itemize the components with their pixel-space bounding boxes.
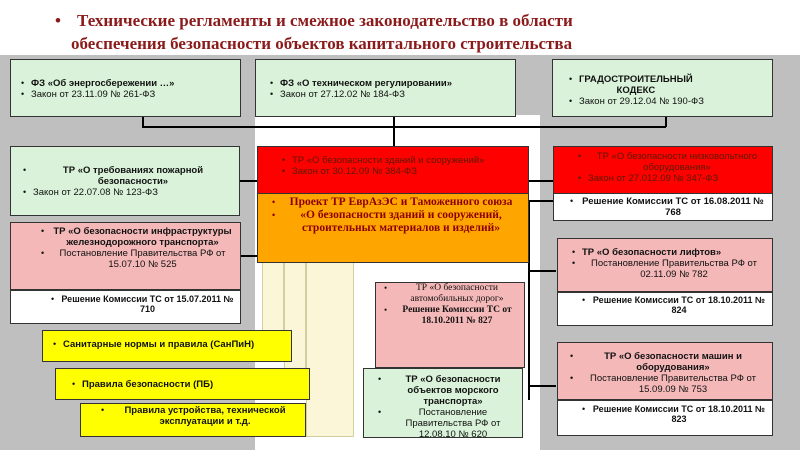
railway-decision-box: •Решение Комиссии ТС от 15.07.2011 № 710 <box>10 290 241 324</box>
machines-decision-row: •Решение Комиссии ТС от 18.10.2011 № 823 <box>582 404 766 424</box>
sea-gov-row: •Постановление Правительства РФ от 12.08… <box>378 407 501 438</box>
sanpin-row: •Санитарные нормы и правила (СанПиН) <box>53 339 255 350</box>
low-voltage-decision-box: •Решение Комиссии ТС от 16.08.2011 № 768 <box>553 193 773 221</box>
techreg-law-box: •ФЗ «О техническом регулировании» •Закон… <box>255 59 516 117</box>
roads-safety-box: •ТР «О безопасности автомобильных дорог»… <box>375 282 525 368</box>
buildings-safety-box: •ТР «О безопасности зданий и сооружений»… <box>257 146 529 194</box>
machines-decision-box: •Решение Комиссии ТС от 18.10.2011 № 823 <box>557 400 773 436</box>
railway-gov-row: •Постановление Правительства РФ от 15.07… <box>41 248 226 270</box>
techreg-date-row: •Закон от 27.12.02 № 184-ФЗ <box>270 89 405 100</box>
safety-rules-box: •Правила безопасности (ПБ) <box>55 368 310 400</box>
title-bullet: • <box>55 11 61 30</box>
machines-safety-box: •ТР «О безопасности машин и оборудования… <box>557 342 773 400</box>
connector-line <box>528 270 556 272</box>
safety-rules-row: •Правила безопасности (ПБ) <box>72 379 214 390</box>
lifts-title-row: •ТР «О безопасности лифтов» <box>572 247 722 258</box>
low-voltage-title-row: •ТР «О безопасности низковольтного обору… <box>578 151 758 173</box>
machines-gov-row: •Постановление Правительства РФ от 15.09… <box>570 373 756 395</box>
railway-title-row: •ТР «О безопасности инфраструктуры желез… <box>41 226 232 248</box>
lifts-gov-row: •Постановление Правительства РФ от 02.11… <box>572 258 757 280</box>
buildings-date-row: •Закон от 30.12.09 № 384-ФЗ <box>282 166 417 177</box>
buildings-title-row: •ТР «О безопасности зданий и сооружений» <box>282 155 485 166</box>
eurasec-draft-box: •Проект ТР ЕврАзЭС и Таможенного союза •… <box>257 193 529 263</box>
energy-law-box: •ФЗ «Об энергосбережении …» •Закон от 23… <box>10 59 241 117</box>
connector-line <box>240 255 258 257</box>
roads-decision-row: •Решение Комиссии ТС от 18.10.2011 № 827 <box>384 305 512 326</box>
connector-line <box>528 385 556 387</box>
railway-infra-box: •ТР «О безопасности инфраструктуры желез… <box>10 222 241 290</box>
sea-title-row: •ТР «О безопасности объектов морского тр… <box>378 374 501 407</box>
title-line-2: обеспечения безопасности объектов капита… <box>71 34 573 53</box>
connector-line <box>528 200 530 400</box>
railway-decision-row: •Решение Комиссии ТС от 15.07.2011 № 710 <box>51 294 234 314</box>
urban-code-date-row: •Закон от 29.12.04 № 190-ФЗ <box>569 96 704 107</box>
vertical-strip <box>306 262 354 437</box>
connector-line <box>240 180 258 182</box>
lifts-safety-box: •ТР «О безопасности лифтов» •Постановлен… <box>557 238 773 292</box>
connector-line <box>142 117 144 127</box>
connector-line <box>142 126 666 128</box>
sea-transport-box: •ТР «О безопасности объектов морского тр… <box>363 368 523 438</box>
fire-safety-title-row: •ТР «О требованиях пожарной безопасности… <box>23 165 204 187</box>
eurasec-title-row: •Проект ТР ЕврАзЭС и Таможенного союза <box>272 196 513 208</box>
operation-rules-row: •Правила устройства, технической эксплуа… <box>101 405 286 427</box>
operation-rules-box: •Правила устройства, технической эксплуа… <box>80 403 306 437</box>
title-line-1: Технические регламенты и смежное законод… <box>77 11 573 30</box>
connector-line <box>528 200 556 202</box>
low-voltage-date-row: •Закон от 27.012.09 № 347-ФЗ <box>578 173 719 184</box>
eurasec-subject-row: •«О безопасности зданий и сооружений, ст… <box>272 209 502 234</box>
fire-safety-box: •ТР «О требованиях пожарной безопасности… <box>10 146 240 216</box>
connector-line <box>393 117 395 146</box>
energy-law-date-row: •Закон от 23.11.09 № 261-ФЗ <box>21 89 156 100</box>
lifts-decision-box: •Решение Комиссии ТС от 18.10.2011 № 824 <box>557 292 773 326</box>
energy-law-title-row: •ФЗ «Об энергосбережении …» <box>21 78 175 89</box>
fire-safety-date-row: •Закон от 22.07.08 № 123-ФЗ <box>23 187 158 198</box>
connector-line <box>665 117 667 127</box>
techreg-title-row: •ФЗ «О техническом регулировании» <box>270 78 452 89</box>
roads-title-row: •ТР «О безопасности автомобильных дорог» <box>384 283 504 304</box>
low-voltage-box: •ТР «О безопасности низковольтного обору… <box>553 146 773 194</box>
connector-line <box>528 180 553 182</box>
lifts-decision-row: •Решение Комиссии ТС от 18.10.2011 № 824 <box>582 295 766 315</box>
sanpin-box: •Санитарные нормы и правила (СанПиН) <box>42 330 292 362</box>
low-voltage-decision-row: •Решение Комиссии ТС от 16.08.2011 № 768 <box>570 196 764 218</box>
machines-title-row: •ТР «О безопасности машин и оборудования… <box>570 351 742 373</box>
